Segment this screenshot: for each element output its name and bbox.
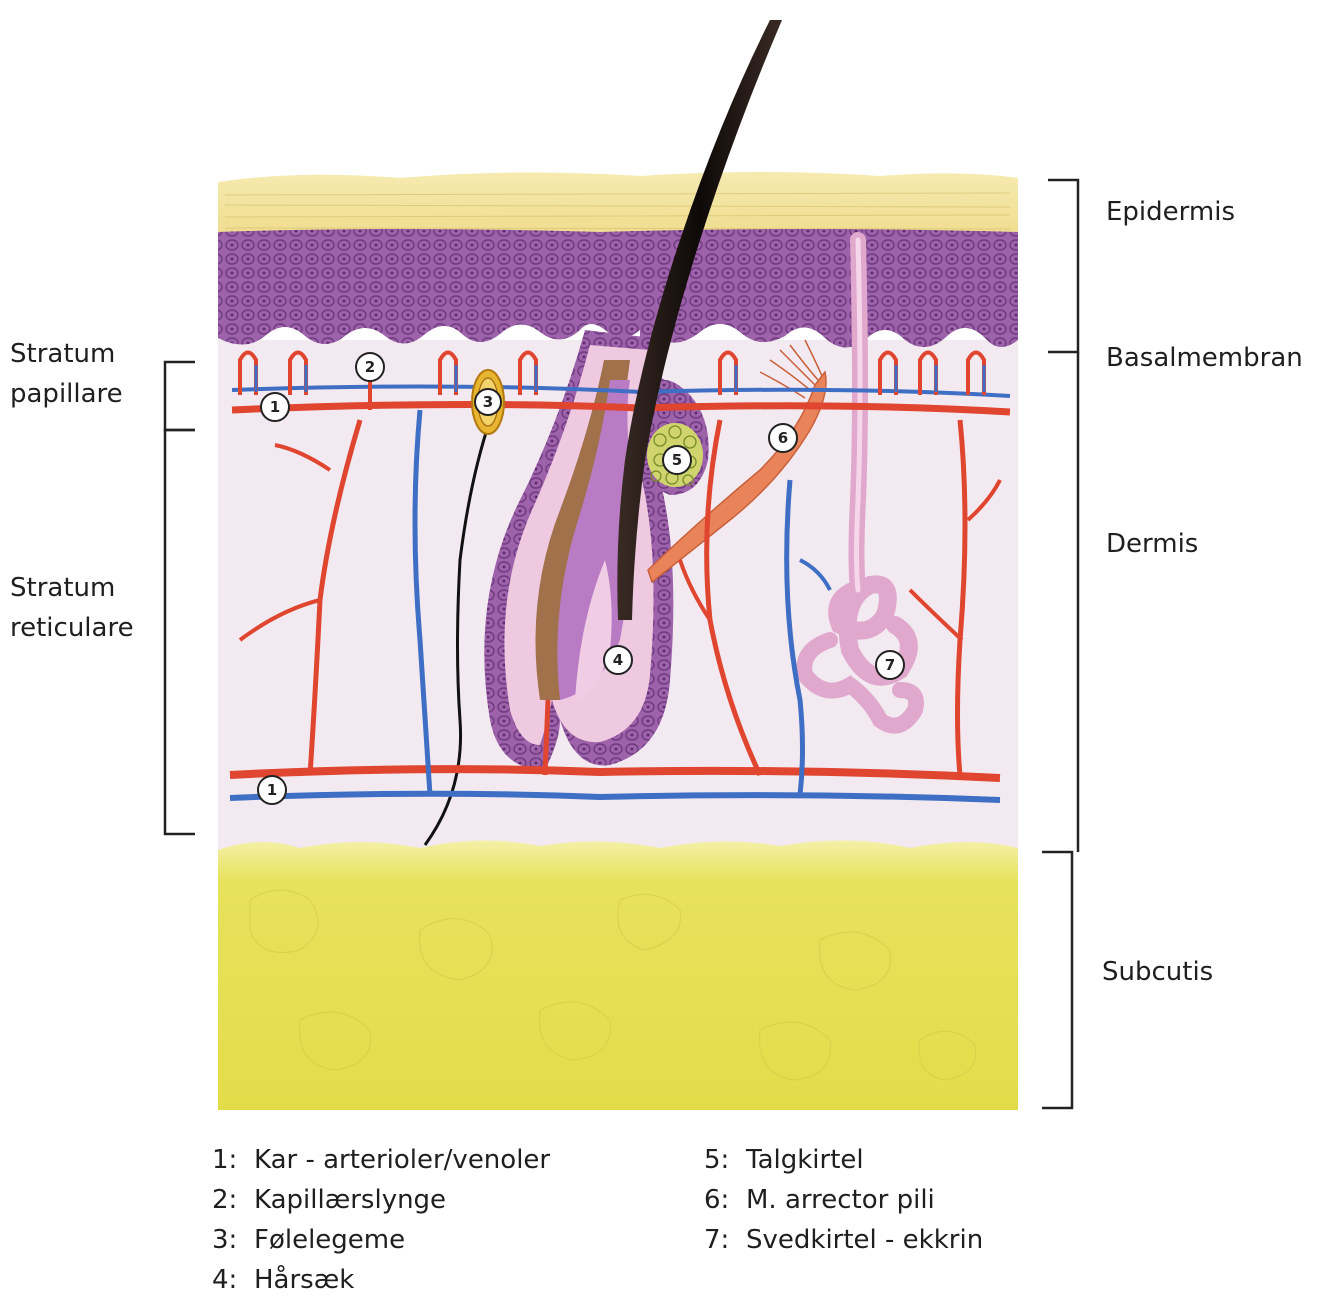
connecting-vessels (238, 409, 1002, 796)
legend-number: 6: (704, 1185, 730, 1215)
label-stratum-reticulare: Stratum reticulare (10, 568, 134, 648)
capillary-loops (238, 350, 986, 410)
bracket-epidermis (1048, 178, 1080, 354)
marker-4: 4 (603, 645, 633, 675)
label-basalmembran: Basalmembran (1106, 343, 1303, 373)
svg-text:3: 3 (483, 393, 493, 411)
legend-item-1: 1: Kar - arterioler/venoler (212, 1140, 550, 1180)
label-stratum-papillare-line2: papillare (10, 379, 123, 409)
legend-text: Kapillærslynge (254, 1185, 447, 1215)
legend-number: 4: (212, 1265, 238, 1295)
svg-text:1: 1 (267, 781, 277, 799)
legend-text: Følelegeme (254, 1225, 406, 1255)
epidermis-cell-layer (218, 229, 1018, 410)
label-stratum-papillare-line1: Stratum (10, 339, 116, 369)
svg-text:7: 7 (885, 656, 895, 674)
bracket-reticulare (163, 428, 195, 836)
hair-shaft (617, 20, 782, 620)
label-stratum-reticulare-line2: reticulare (10, 613, 134, 643)
marker-6: 6 (768, 423, 798, 453)
legend-item-4: 4: Hårsæk (212, 1260, 354, 1300)
legend-item-5: 5: Talgkirtel (704, 1140, 864, 1180)
marker-1-superficial: 1 (260, 392, 290, 422)
legend-number: 3: (212, 1225, 238, 1255)
left-brackets (163, 360, 195, 836)
svg-text:5: 5 (672, 451, 682, 469)
legend-item-3: 3: Følelegeme (212, 1220, 405, 1260)
svg-text:1: 1 (270, 398, 280, 416)
svg-text:4: 4 (613, 651, 623, 669)
right-brackets (1042, 178, 1080, 1110)
marker-2: 2 (355, 352, 385, 382)
label-stratum-reticulare-line1: Stratum (10, 573, 116, 603)
legend-item-7: 7: Svedkirtel - ekkrin (704, 1220, 983, 1260)
label-stratum-papillare: Stratum papillare (10, 334, 123, 414)
marker-7: 7 (875, 650, 905, 680)
label-epidermis: Epidermis (1106, 197, 1235, 227)
legend-text: Svedkirtel - ekkrin (746, 1225, 984, 1255)
svg-text:2: 2 (365, 358, 375, 376)
svg-text:6: 6 (778, 429, 788, 447)
legend-item-6: 6: M. arrector pili (704, 1180, 935, 1220)
legend-text: M. arrector pili (746, 1185, 935, 1215)
label-dermis: Dermis (1106, 529, 1199, 559)
deep-vascular-plexus (229, 765, 1001, 803)
fat-lobules (249, 889, 977, 1081)
sensory-nerve (423, 419, 492, 846)
label-subcutis: Subcutis (1102, 957, 1214, 987)
legend-number: 1: (212, 1145, 238, 1175)
legend-number: 5: (704, 1145, 730, 1175)
bracket-papillare (163, 360, 195, 432)
legend-text: Hårsæk (254, 1265, 355, 1295)
legend-number: 7: (704, 1225, 730, 1255)
capillary-venous-limbs (254, 365, 986, 392)
legend-text: Kar - arterioler/venoler (254, 1145, 551, 1175)
legend-item-2: 2: Kapillærslynge (212, 1180, 446, 1220)
bracket-subcutis (1042, 850, 1074, 1110)
marker-1-deep: 1 (257, 775, 287, 805)
marker-3: 3 (474, 388, 502, 416)
subcutis-layer (218, 840, 1018, 1110)
marker-5: 5 (662, 445, 692, 475)
legend-text: Talgkirtel (746, 1145, 864, 1175)
legend-number: 2: (212, 1185, 238, 1215)
